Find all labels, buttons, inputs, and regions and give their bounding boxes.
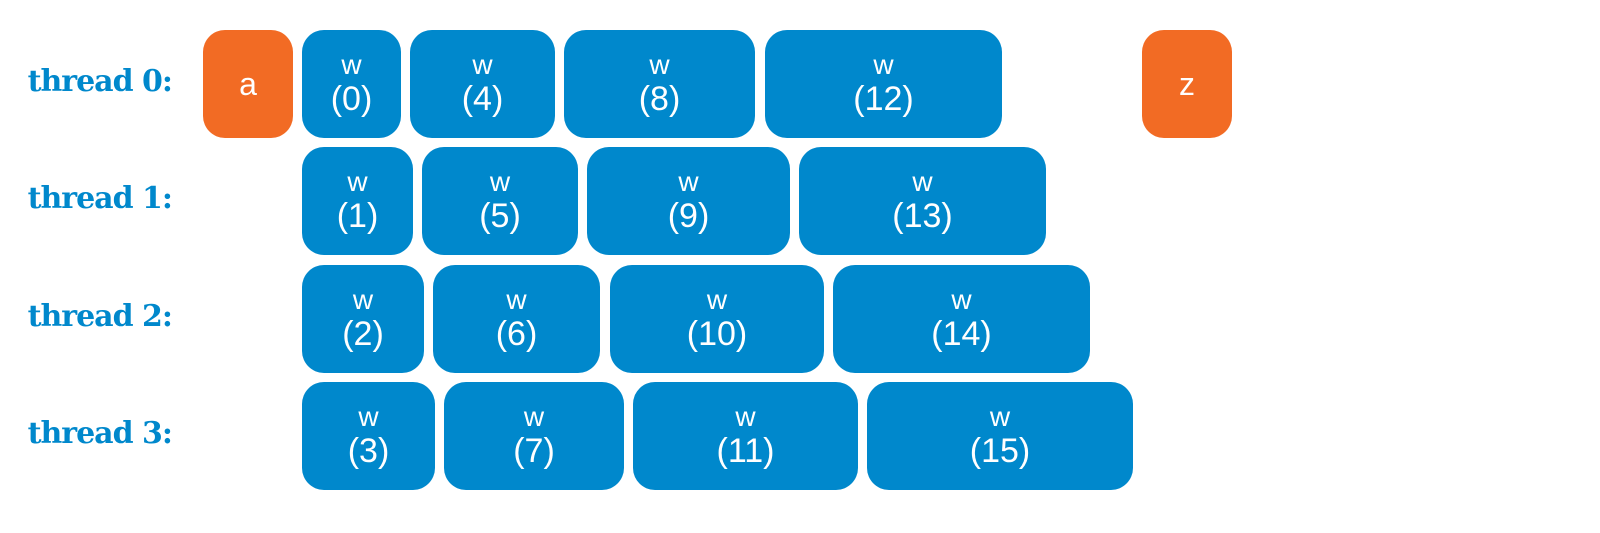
work-item-box: w(11) <box>633 382 858 490</box>
work-item-box: w(6) <box>433 265 600 373</box>
work-item-box: w(4) <box>410 30 555 138</box>
work-item-name: w <box>523 401 545 432</box>
end-box: z <box>1142 30 1232 138</box>
work-item-box: w(2) <box>302 265 424 373</box>
work-item-index: (12) <box>853 80 914 118</box>
start-label: a <box>239 66 257 102</box>
work-item-index: (3) <box>347 432 390 470</box>
work-item-index: (14) <box>931 315 992 353</box>
work-item-name: w <box>352 284 374 315</box>
start-box: a <box>203 30 293 138</box>
work-item-box: w(12) <box>765 30 1002 138</box>
work-item-index: (11) <box>716 432 775 470</box>
work-item-box: w(9) <box>587 147 790 255</box>
work-item-name: w <box>678 166 699 197</box>
work-item-name: w <box>735 401 756 432</box>
work-item-name: w <box>989 401 1011 432</box>
work-item-box: w(15) <box>867 382 1133 490</box>
work-item-name: w <box>951 284 972 315</box>
thread-label: thread 2: <box>27 299 173 334</box>
work-item-index: (9) <box>667 197 710 235</box>
work-item-name: w <box>649 49 670 80</box>
work-item-index: (1) <box>336 197 379 235</box>
work-item-name: w <box>341 49 362 80</box>
work-item-index: (0) <box>330 80 373 118</box>
work-item-index: (13) <box>892 197 953 235</box>
work-item-index: (5) <box>479 197 521 235</box>
work-item-box: w(0) <box>302 30 401 138</box>
work-item-box: w(14) <box>833 265 1090 373</box>
work-item-box: w(7) <box>444 382 624 490</box>
work-item-index: (7) <box>513 432 555 470</box>
thread-label: thread 0: <box>27 64 173 99</box>
work-item-name: w <box>347 166 368 197</box>
work-item-box: w(13) <box>799 147 1046 255</box>
work-item-name: w <box>358 401 379 432</box>
work-item-box: w(5) <box>422 147 578 255</box>
work-item-index: (6) <box>495 315 538 353</box>
work-item-name: w <box>912 166 933 197</box>
work-item-box: w(8) <box>564 30 755 138</box>
work-item-index: (8) <box>638 80 681 118</box>
work-item-box: w(10) <box>610 265 824 373</box>
work-item-name: w <box>706 284 728 315</box>
work-item-name: w <box>489 166 511 197</box>
work-item-name: w <box>873 49 894 80</box>
work-item-index: (10) <box>686 315 748 353</box>
work-item-box: w(1) <box>302 147 413 255</box>
thread-label: thread 1: <box>27 181 173 216</box>
work-item-index: (4) <box>461 80 504 118</box>
work-item-name: w <box>506 284 527 315</box>
work-item-box: w(3) <box>302 382 435 490</box>
work-item-name: w <box>472 49 493 80</box>
end-label: z <box>1179 66 1195 102</box>
work-item-index: (2) <box>342 315 384 353</box>
thread-label: thread 3: <box>27 416 173 451</box>
work-item-index: (15) <box>969 432 1031 470</box>
